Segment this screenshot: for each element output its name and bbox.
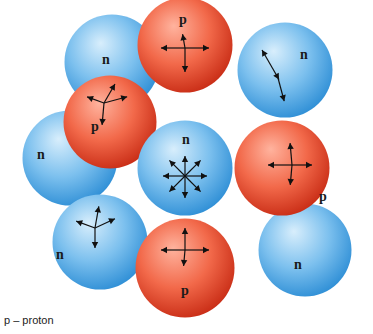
- arrow-head: [194, 185, 201, 192]
- arrow-head: [161, 45, 167, 51]
- sphere-body: [238, 23, 333, 118]
- neutron-sphere: n: [52, 194, 148, 290]
- arrow-head: [280, 95, 286, 102]
- arrow-head: [203, 45, 209, 51]
- neutron-sphere: n: [237, 22, 333, 118]
- sphere-shape: [64, 14, 160, 110]
- particle-letter: n: [300, 48, 308, 62]
- sphere-shape: [63, 75, 157, 169]
- arrow-head: [108, 218, 115, 224]
- arrow-head: [203, 247, 209, 253]
- arrow-head: [121, 95, 128, 101]
- arrow-head: [92, 242, 98, 248]
- arrow-head: [182, 228, 188, 234]
- force-arrow: [95, 219, 115, 228]
- sphere-body: [23, 111, 118, 206]
- force-arrow: [169, 176, 185, 192]
- arrow-head: [169, 185, 176, 192]
- force-arrow: [185, 160, 201, 176]
- sphere-body: [138, 0, 233, 93]
- force-arrow: [185, 176, 201, 192]
- arrow-head: [262, 50, 268, 57]
- arrow-head: [76, 220, 83, 226]
- sphere-body: [235, 121, 330, 216]
- particle-letter: p: [179, 13, 187, 27]
- proton-sphere: p: [63, 75, 157, 169]
- arrow-head: [288, 179, 294, 185]
- force-arrow: [76, 221, 95, 228]
- arrow-head: [181, 260, 187, 266]
- arrow-head: [99, 119, 105, 125]
- sphere-shape: [52, 194, 148, 290]
- sphere-body: [138, 121, 233, 216]
- sphere-shape: [135, 218, 235, 318]
- particle-letter: n: [102, 53, 110, 67]
- particle-letter: p: [91, 120, 99, 134]
- particle-letter: p: [319, 190, 327, 204]
- sphere-body: [259, 204, 352, 297]
- particle-letter: n: [56, 248, 64, 262]
- arrow-head: [163, 173, 169, 179]
- arrow-head: [161, 247, 167, 253]
- proton-sphere: p: [137, 0, 233, 93]
- neutron-sphere: n: [137, 120, 233, 216]
- arrow-head: [268, 162, 274, 168]
- arrow-head: [306, 162, 312, 168]
- particle-letter: p: [181, 284, 189, 298]
- force-arrow: [169, 160, 185, 176]
- force-arrow: [262, 50, 279, 79]
- neutron-sphere: n: [22, 110, 118, 206]
- particle-letter: n: [37, 148, 45, 162]
- arrow-head: [194, 160, 201, 167]
- arrow-head: [87, 96, 94, 102]
- arrow-head: [287, 143, 293, 149]
- particle-letter: n: [182, 133, 190, 147]
- sphere-body: [53, 195, 148, 290]
- arrow-head: [201, 173, 207, 179]
- sphere-shape: [258, 203, 352, 297]
- key-note: p – proton: [4, 314, 54, 326]
- arrow-head: [182, 192, 188, 198]
- proton-sphere: p: [135, 218, 235, 318]
- arrow-head: [169, 160, 176, 167]
- arrow-head: [95, 206, 101, 212]
- arrow-head: [180, 34, 186, 40]
- sphere-shape: [22, 110, 118, 206]
- particle-letter: n: [294, 258, 302, 272]
- sphere-shape: [237, 22, 333, 118]
- force-arrow: [87, 97, 104, 103]
- proton-sphere: p: [234, 120, 330, 216]
- sphere-shape: [234, 120, 330, 216]
- neutron-sphere: n: [258, 203, 352, 297]
- arrow-head: [109, 84, 115, 91]
- arrow-head: [182, 66, 188, 72]
- sphere-body: [136, 219, 235, 318]
- arrow-head: [182, 156, 188, 162]
- neutron-sphere: n: [64, 14, 160, 110]
